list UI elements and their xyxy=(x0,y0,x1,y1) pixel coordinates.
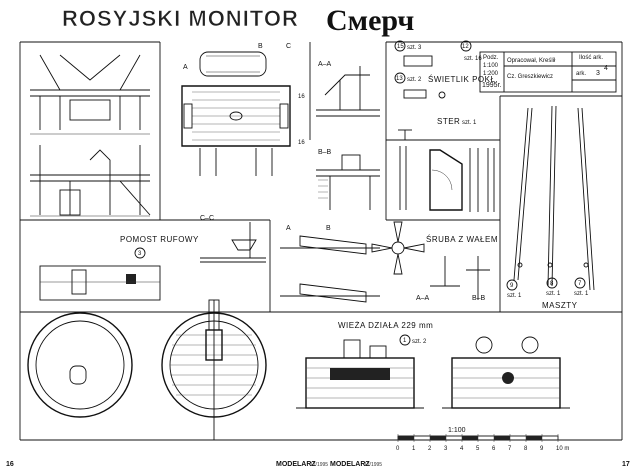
scale-year: 1995r. xyxy=(482,82,502,89)
propeller-views: ŚRUBA Z WAŁEM A B A–A B–B xyxy=(280,221,498,303)
qty-part-9: szt. 1 xyxy=(507,293,522,299)
scale-tick-label: 9 xyxy=(540,446,544,452)
part-3-number: 3 xyxy=(138,251,142,257)
qty-part-8: szt. 1 xyxy=(546,291,561,297)
qty-part-15: szt. 3 xyxy=(407,45,422,51)
title-cyrillic: Смерч xyxy=(326,4,414,37)
scale-tick-label: 0 xyxy=(396,446,400,452)
section-bb-label-2: B–B xyxy=(472,295,486,302)
turret-plans xyxy=(27,299,267,440)
mark-a-2: A xyxy=(286,225,291,232)
masts-drawing: 9 szt. 1 8 szt. 1 7 szt. 1 MASZTY xyxy=(506,105,595,310)
qty-part-13: szt. 2 xyxy=(407,77,422,83)
scale-tick-label: 3 xyxy=(444,446,448,452)
sheet-label: ark. xyxy=(576,71,586,77)
section-aa-bb: A–A B–B xyxy=(316,61,380,210)
masts-label: MASZTY xyxy=(542,301,578,310)
davit-elevation-bottom xyxy=(30,145,151,217)
page-number-left: 16 xyxy=(6,461,14,468)
part-15-number: 15 xyxy=(397,44,404,50)
section-cc-label: C–C xyxy=(200,215,214,222)
section-bb-label: B–B xyxy=(318,149,332,156)
dim-16-b: 16 xyxy=(298,140,305,146)
scale-2: 1:200 xyxy=(483,71,499,77)
drawn-by-label: Opracował, Kreślił xyxy=(507,58,556,64)
scale-tick-label: 10 m xyxy=(556,446,569,452)
turret-label: WIEŻA DZIAŁA 229 mm xyxy=(338,321,433,330)
scale-tick-label: 4 xyxy=(460,446,464,452)
mark-b-1: B xyxy=(258,43,263,50)
issue-right: 12/1995 xyxy=(364,462,382,468)
frame-lines xyxy=(19,41,623,441)
page-footer: 16 MODELARZ 12/1995 MODELARZ 12/1995 17 xyxy=(6,461,630,468)
scale-tick-label: 2 xyxy=(428,446,432,452)
mark-b-2: B xyxy=(326,225,331,232)
skylight-views: 15 szt. 3 12 szt. 16 13 szt. 2 ŚWIETLIK … xyxy=(394,40,498,99)
scale-tick-label: 6 xyxy=(492,446,496,452)
propeller-label: ŚRUBA Z WAŁEM xyxy=(426,235,498,244)
part-8-number: 8 xyxy=(550,281,554,287)
turret-qty: szt. 2 xyxy=(412,339,427,345)
skylight-label: ŚWIETLIK POKŁ. xyxy=(428,75,498,84)
scale-bar: 1:100 0 1 2 3 4 5 6 7 8 9 10 m xyxy=(396,427,569,452)
sheets-count: 4 xyxy=(604,65,608,72)
scale-tick-label: 8 xyxy=(524,446,528,452)
qty-part-12: szt. 16 xyxy=(464,56,482,62)
sheets-label: Ilość ark. xyxy=(579,55,603,61)
title-block: Podz. 1:100 1:200 1995r. Opracował, Kreś… xyxy=(479,51,617,93)
dim-16-a: 16 xyxy=(298,94,305,100)
section-aa-label: A–A xyxy=(318,61,332,68)
title-latin: ROSYJSKI MONITOR xyxy=(62,6,299,31)
stern-platform: POMOST RUFOWY 3 C–C xyxy=(39,215,266,301)
turret-elevations: WIEŻA DZIAŁA 229 mm 1 szt. 2 xyxy=(296,321,570,409)
magazine-name-left: MODELARZ xyxy=(276,461,316,468)
scale-bar-label: 1:100 xyxy=(448,427,466,434)
deck-plan: A B C 16 16 xyxy=(181,43,305,176)
author-name: Cz. Greszkiewicz xyxy=(507,74,553,80)
issue-left: 12/1995 xyxy=(310,462,328,468)
sheet-number: 3 xyxy=(596,70,600,77)
part-7-number: 7 xyxy=(578,281,582,287)
scale-tick-label: 1 xyxy=(412,446,416,452)
section-aa-label-2: A–A xyxy=(416,295,430,302)
qty-part-7: szt. 1 xyxy=(574,291,589,297)
part-1-number: 1 xyxy=(403,338,407,344)
mark-a-1: A xyxy=(183,64,188,71)
page-number-right: 17 xyxy=(622,461,630,468)
part-9-number: 9 xyxy=(510,283,514,289)
scale-header: Podz. xyxy=(483,55,499,61)
scale-1: 1:100 xyxy=(483,63,499,69)
mark-c-1: C xyxy=(286,43,291,50)
rudder-views: STER szt. 1 xyxy=(398,117,495,212)
part-13-number: 13 xyxy=(396,76,403,82)
rudder-qty: szt. 1 xyxy=(462,120,477,126)
scale-tick-label: 5 xyxy=(476,446,480,452)
davit-elevation-top xyxy=(30,54,150,135)
rudder-label: STER xyxy=(437,117,460,126)
part-12-number: 12 xyxy=(462,44,469,50)
magazine-name-right: MODELARZ xyxy=(330,461,370,468)
stern-platform-label: POMOST RUFOWY xyxy=(120,235,199,244)
scale-tick-label: 7 xyxy=(508,446,512,452)
